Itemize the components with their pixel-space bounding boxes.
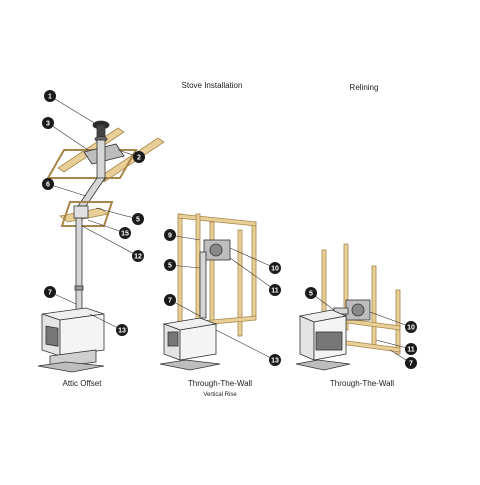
callout-vertical-7: 7 <box>164 294 176 306</box>
callout-number: 5 <box>309 291 313 298</box>
callout-vertical-13: 13 <box>269 354 281 366</box>
attic-offset-drawing <box>37 120 165 373</box>
callout-vertical-9: 9 <box>164 229 176 241</box>
callout-leader-relining-10 <box>369 311 412 328</box>
callout-number: 12 <box>134 254 142 261</box>
callout-circle <box>116 324 128 336</box>
callout-leader-attic-12 <box>81 225 139 257</box>
callout-attic-3: 3 <box>42 117 54 129</box>
callout-circle <box>164 229 176 241</box>
callout-relining-11: 11 <box>405 343 417 355</box>
callout-leader-attic-1 <box>49 95 97 125</box>
callout-leader-vertical-13 <box>215 329 276 361</box>
relining-drawing <box>295 243 401 371</box>
callout-attic-2: 2 <box>133 151 145 163</box>
callout-circle <box>305 287 317 299</box>
callout-attic-6: 6 <box>42 178 54 190</box>
callout-circle <box>119 227 131 239</box>
callout-vertical-11: 11 <box>269 284 281 296</box>
callout-number: 5 <box>168 263 172 270</box>
callout-vertical-10: 10 <box>269 262 281 274</box>
callout-circle <box>164 259 176 271</box>
callout-number: 7 <box>409 361 413 368</box>
callout-number: 9 <box>168 233 172 240</box>
attic-offset-caption: Attic Offset <box>63 379 103 388</box>
callout-number: 11 <box>271 288 279 295</box>
callout-relining-7: 7 <box>405 357 417 369</box>
callout-circle <box>269 354 281 366</box>
callout-leader-attic-5 <box>95 207 139 220</box>
callout-circle <box>44 90 56 102</box>
callout-circle <box>133 151 145 163</box>
callout-attic-12: 12 <box>132 250 144 262</box>
callout-circle <box>44 286 56 298</box>
callout-number: 5 <box>136 217 140 224</box>
callout-leader-relining-11 <box>375 339 412 350</box>
callout-circle <box>132 213 144 225</box>
callout-number: 13 <box>271 358 279 365</box>
callout-attic-1: 1 <box>44 90 56 102</box>
callout-leader-attic-3 <box>47 122 89 151</box>
callout-number: 6 <box>46 182 50 189</box>
callout-circle <box>132 250 144 262</box>
callout-leader-attic-6 <box>47 183 87 197</box>
callout-vertical-5: 5 <box>164 259 176 271</box>
callout-number: 13 <box>118 328 126 335</box>
callout-attic-13: 13 <box>116 324 128 336</box>
through-wall-vertical-drawing <box>159 213 257 371</box>
callout-leader-vertical-10 <box>229 247 276 269</box>
callout-circle <box>405 343 417 355</box>
callout-attic-5: 5 <box>132 213 144 225</box>
relining-header: Relining <box>350 83 379 92</box>
vertical-rise-caption: Vertical Rise <box>203 392 237 398</box>
callout-circle <box>269 284 281 296</box>
stove-installation-header: Stove Installation <box>182 81 243 90</box>
callout-number: 3 <box>46 121 50 128</box>
callout-number: 7 <box>168 298 172 305</box>
callout-number: 2 <box>137 155 141 162</box>
callout-circle <box>42 117 54 129</box>
callout-circle <box>405 321 417 333</box>
callout-attic-7: 7 <box>44 286 56 298</box>
callout-relining-10: 10 <box>405 321 417 333</box>
callout-number: 10 <box>407 325 415 332</box>
through-wall-vertical-caption: Through-The-Wall <box>188 379 252 388</box>
callout-circle <box>164 294 176 306</box>
callout-number: 1 <box>48 94 52 101</box>
callout-number: 15 <box>121 231 129 238</box>
callout-leader-attic-15 <box>87 219 126 234</box>
callout-circle <box>269 262 281 274</box>
callout-number: 10 <box>271 266 279 273</box>
callout-leader-vertical-11 <box>229 257 276 291</box>
callout-circle <box>405 357 417 369</box>
callout-attic-15: 15 <box>119 227 131 239</box>
callout-circle <box>42 178 54 190</box>
through-wall-relining-caption: Through-The-Wall <box>330 379 394 388</box>
callout-number: 11 <box>407 347 415 354</box>
callout-relining-5: 5 <box>305 287 317 299</box>
callout-number: 7 <box>48 290 52 297</box>
